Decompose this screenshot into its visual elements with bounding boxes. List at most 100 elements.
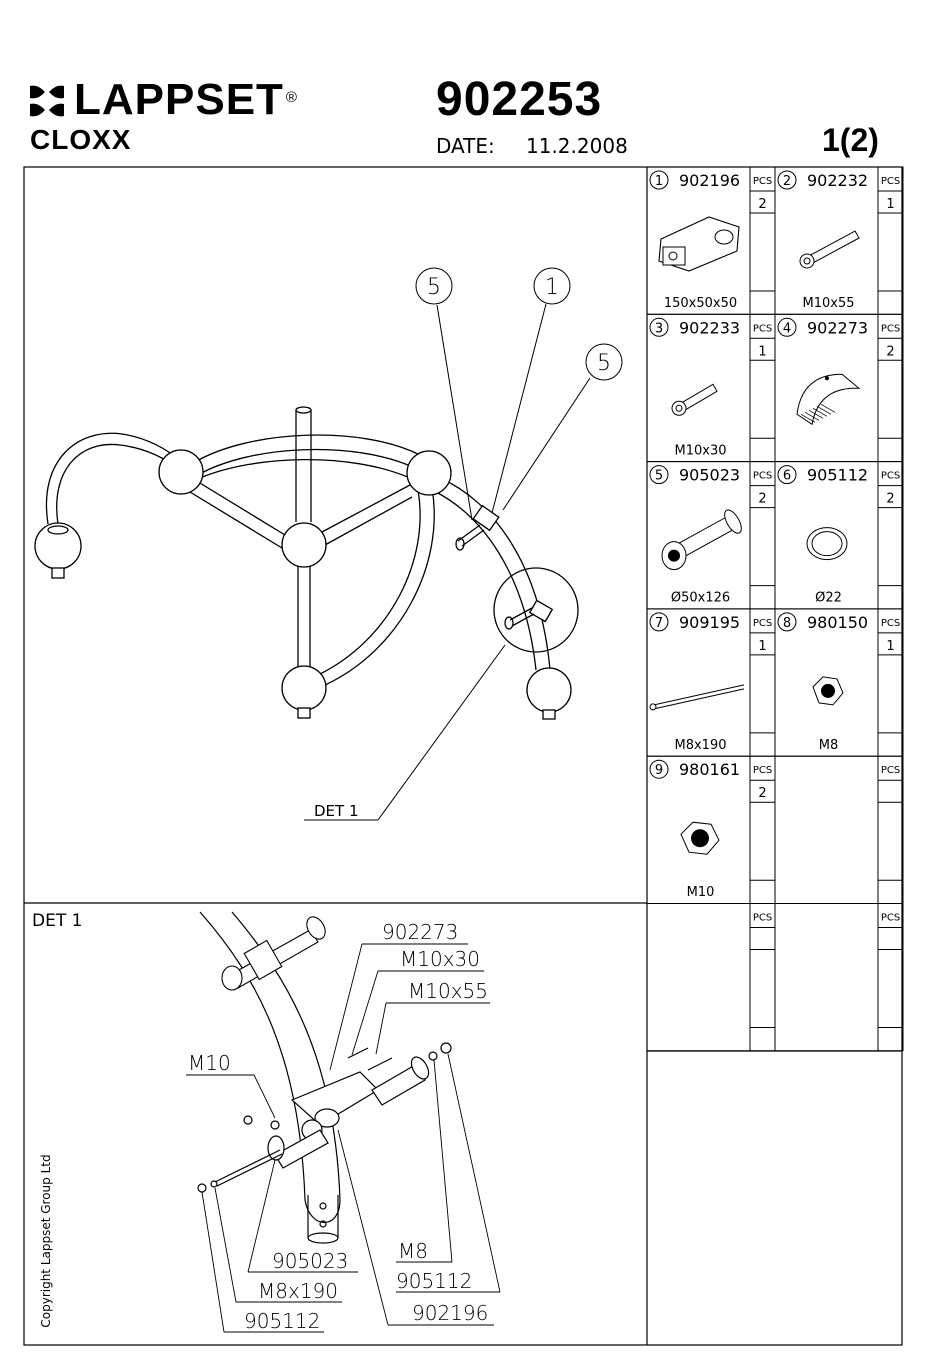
pcs-header: PCS [753, 323, 772, 334]
pcs-header: PCS [881, 618, 900, 629]
detail-part-label: M8x190 [258, 1279, 338, 1303]
detail-title: DET 1 [32, 911, 82, 931]
part-quantity: 1 [886, 197, 894, 212]
part-code: 902232 [807, 171, 868, 190]
detail-part-label: 905112 [396, 1269, 472, 1293]
part-size: M8 [819, 738, 839, 753]
part-size: M8x190 [675, 738, 727, 753]
page-number: 1(2) [822, 122, 879, 158]
part-number-circle [777, 170, 797, 190]
part-code: 902233 [679, 318, 740, 337]
detail-part-label: M10x55 [408, 979, 488, 1003]
rubber-bumper-icon [661, 509, 742, 571]
date-label: DATE: [436, 134, 495, 158]
pcs-header: PCS [753, 618, 772, 629]
callout-label: 5 [427, 275, 441, 300]
detail-labels: 902273 M10x30 M10x55 M10 905023 M8x190 9… [188, 920, 488, 1333]
pcs-header: PCS [881, 323, 900, 334]
part-number-circle [777, 465, 797, 485]
product-number: 902253 [436, 73, 603, 126]
part-size: M10x55 [803, 296, 855, 311]
part-quantity: 2 [886, 492, 894, 507]
main-assembly-drawing [34, 267, 623, 821]
registered-mark: ® [285, 89, 298, 106]
lappset-logo-icon [30, 85, 64, 117]
part-code: 980150 [807, 613, 868, 632]
part-number-circle [777, 612, 797, 632]
callout-label: 5 [597, 351, 611, 376]
part-number-circle [649, 759, 669, 779]
detail-part-label: 905112 [244, 1309, 320, 1333]
product-line: CLOXX [30, 124, 132, 155]
part-code: 909195 [679, 613, 740, 632]
part-code: 980161 [679, 760, 740, 779]
part-number-circle [649, 170, 669, 190]
part-number: 5 [655, 469, 663, 484]
detail-leaders [186, 943, 501, 1333]
part-quantity: 2 [758, 197, 766, 212]
part-number-circle [649, 612, 669, 632]
detail-reference-label: DET 1 [314, 802, 359, 820]
detail-part-label: 905023 [272, 1249, 348, 1273]
ring-icon [806, 527, 848, 561]
part-number-circle [649, 465, 669, 485]
part-number: 7 [655, 616, 663, 631]
part-code: 902196 [679, 171, 740, 190]
part-number: 3 [655, 321, 663, 336]
long-bolt-icon [799, 230, 860, 269]
brand-name: LAPPSET [74, 75, 284, 124]
pcs-header: PCS [881, 913, 900, 924]
nut-m10-icon [680, 821, 720, 855]
part-number: 1 [655, 174, 663, 189]
parts-table-grid [646, 166, 904, 1052]
detail-part-label: 902196 [412, 1301, 488, 1325]
parts-cell: PCS [881, 913, 900, 924]
part-quantity: 2 [758, 786, 766, 801]
detail-part-label: M10x30 [400, 947, 480, 971]
part-number: 9 [655, 763, 663, 778]
threaded-rod-icon [649, 684, 745, 711]
part-quantity: 1 [886, 639, 894, 654]
half-shell-icon [796, 373, 861, 426]
pcs-header: PCS [753, 765, 772, 776]
part-size: M10 [687, 885, 715, 900]
part-size: Ø22 [815, 591, 842, 606]
part-number: 4 [783, 321, 791, 336]
clamp-bracket-icon [658, 216, 740, 272]
part-code: 902273 [807, 318, 868, 337]
pcs-header: PCS [881, 765, 900, 776]
part-size: Ø50x126 [671, 591, 730, 606]
pcs-header: PCS [881, 176, 900, 187]
part-code: 905023 [679, 466, 740, 485]
part-quantity: 1 [758, 639, 766, 654]
part-size: M10x30 [675, 443, 727, 458]
part-number: 2 [783, 174, 791, 189]
parts-cell: PCS 8 980150 1M8 [777, 612, 900, 753]
brand-logo: LAPPSET ® [28, 76, 298, 122]
part-number-circle [777, 317, 797, 337]
parts-cell: PCS [753, 913, 772, 924]
nut-m8-icon [812, 676, 844, 706]
detail-part-label: 902273 [382, 920, 458, 944]
part-number: 8 [783, 616, 791, 631]
part-quantity: 2 [758, 492, 766, 507]
detail-exploded-drawing [197, 911, 452, 1244]
detail-part-label: M8 [398, 1239, 428, 1263]
pcs-header: PCS [753, 176, 772, 187]
pcs-header: PCS [753, 471, 772, 482]
parts-cell: PCS [881, 765, 900, 776]
main-callouts: 5 1 5 [427, 275, 611, 376]
pcs-header: PCS [881, 471, 900, 482]
detail-part-label: M10 [188, 1051, 231, 1075]
part-quantity: 1 [758, 344, 766, 359]
short-bolt-icon [671, 383, 718, 416]
